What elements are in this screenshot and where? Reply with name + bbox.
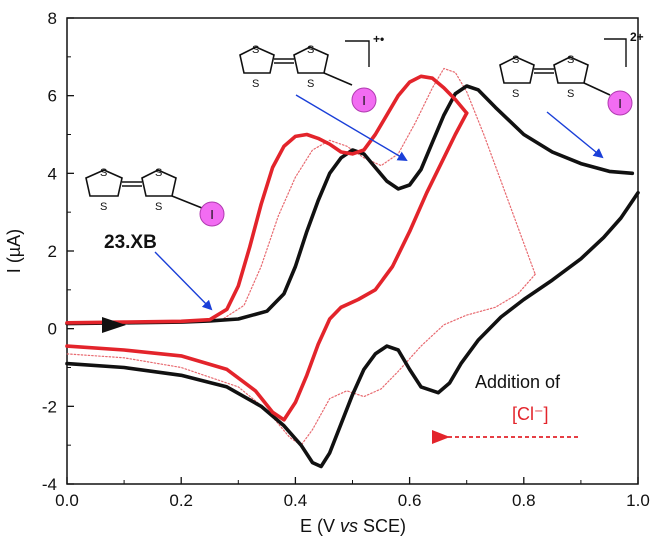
y-axis-title: I (µA) — [4, 229, 24, 273]
series-layer — [65, 67, 640, 469]
svg-text:I: I — [618, 96, 622, 111]
y-tick-label: 2 — [48, 242, 57, 261]
blue-arrow-dication — [546, 111, 604, 159]
molecule-dication: S S S S I 2+ — [499, 30, 644, 116]
y-tick-label: 6 — [48, 87, 57, 106]
svg-text:2+: 2+ — [630, 30, 644, 44]
molecule-radical-cation: S S S S I +• — [239, 32, 384, 113]
svg-text:S: S — [100, 167, 107, 179]
x-tick-label: 0.2 — [169, 491, 193, 510]
molecule-neutral: S S S S I — [85, 167, 225, 227]
svg-text:S: S — [252, 44, 259, 56]
y-tick-label: 4 — [48, 164, 57, 183]
bracket-dication — [604, 38, 627, 67]
x-axis-title: E (V vs SCE) — [300, 516, 406, 536]
series-initial-reverse — [65, 191, 640, 469]
svg-text:I: I — [210, 207, 214, 222]
svg-text:S: S — [252, 78, 259, 90]
series-final-reverse — [65, 111, 469, 422]
svg-text:S: S — [155, 201, 162, 213]
series-initial-forward — [65, 84, 635, 326]
series-intermediate-forward — [66, 67, 536, 324]
svg-text:S: S — [307, 44, 314, 56]
svg-text:S: S — [512, 54, 519, 66]
x-tick-label: 0.0 — [55, 491, 79, 510]
svg-text:S: S — [100, 201, 107, 213]
axis-ticks — [66, 17, 639, 485]
blue-arrow-radical — [295, 94, 408, 162]
svg-text:I: I — [362, 93, 366, 108]
compound-label: 23.XB — [104, 232, 157, 253]
series-intermediate-reverse — [66, 273, 536, 446]
chloride-label: [Cl⁻] — [512, 404, 549, 424]
x-tick-label: 0.4 — [284, 491, 308, 510]
svg-text:S: S — [307, 78, 314, 90]
iodine-circle-dication — [607, 90, 633, 116]
bracket-radical — [345, 40, 370, 67]
scan-direction-arrow — [102, 317, 126, 333]
series-final-forward — [65, 74, 469, 325]
y-tick-label: 0 — [48, 320, 57, 339]
iodine-circle-radical — [351, 87, 377, 113]
svg-text:S: S — [567, 88, 574, 100]
iodine-circle-neutral — [199, 201, 225, 227]
addition-label: Addition of — [475, 372, 561, 392]
y-tick-label: 8 — [48, 9, 57, 28]
svg-text:S: S — [567, 54, 574, 66]
y-tick-label: -2 — [42, 397, 57, 416]
svg-text:+•: +• — [373, 32, 384, 46]
axis-tick-labels: 0.0 0.2 0.4 0.6 0.8 1.0 -4 -2 0 2 4 6 8 — [42, 9, 650, 510]
svg-text:S: S — [512, 88, 519, 100]
svg-text:S: S — [155, 167, 162, 179]
blue-arrow-neutral — [154, 251, 213, 311]
x-tick-label: 0.6 — [398, 491, 422, 510]
y-tick-label: -4 — [42, 475, 57, 494]
x-tick-label: 1.0 — [626, 491, 650, 510]
x-tick-label: 0.8 — [512, 491, 536, 510]
